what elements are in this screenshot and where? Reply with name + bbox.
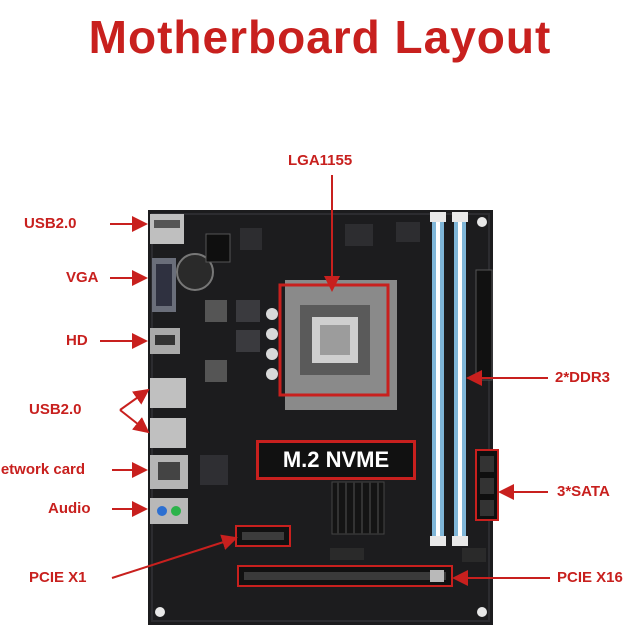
audio-port [150, 498, 188, 524]
arrow-usb-mid-2 [119, 409, 150, 434]
mounting-hole [155, 607, 165, 617]
label-usb-top: USB2.0 [24, 215, 77, 232]
mounting-hole [477, 607, 487, 617]
label-pcie-x16: PCIE X16 [557, 569, 623, 586]
label-network-card: Network card [0, 461, 86, 478]
label-hd: HD [66, 332, 88, 349]
atx-power-connector [475, 269, 493, 381]
label-pcie-x1: PCIE X1 [29, 569, 87, 586]
label-usb-mid: USB2.0 [29, 401, 82, 418]
label-m2-nvme: M.2 NVME [282, 447, 390, 472]
usb-port-mid-2 [150, 418, 186, 448]
arrow-pcie-x1 [111, 534, 238, 579]
cmos-battery [176, 253, 214, 291]
label-ddr3: 2*DDR3 [555, 369, 611, 386]
label-vga: VGA [66, 269, 99, 286]
usb-port-top [150, 214, 184, 244]
chipset-heatsink [331, 481, 385, 535]
usb-port-mid-1 [150, 378, 186, 408]
mounting-hole [477, 217, 487, 227]
diagram-title: Motherboard Layout [88, 11, 552, 63]
label-audio: Audio [48, 500, 91, 517]
arrow-usb-mid-1 [119, 388, 150, 411]
label-sata: 3*SATA [557, 483, 610, 500]
label-lga1155: LGA1155 [288, 152, 353, 169]
